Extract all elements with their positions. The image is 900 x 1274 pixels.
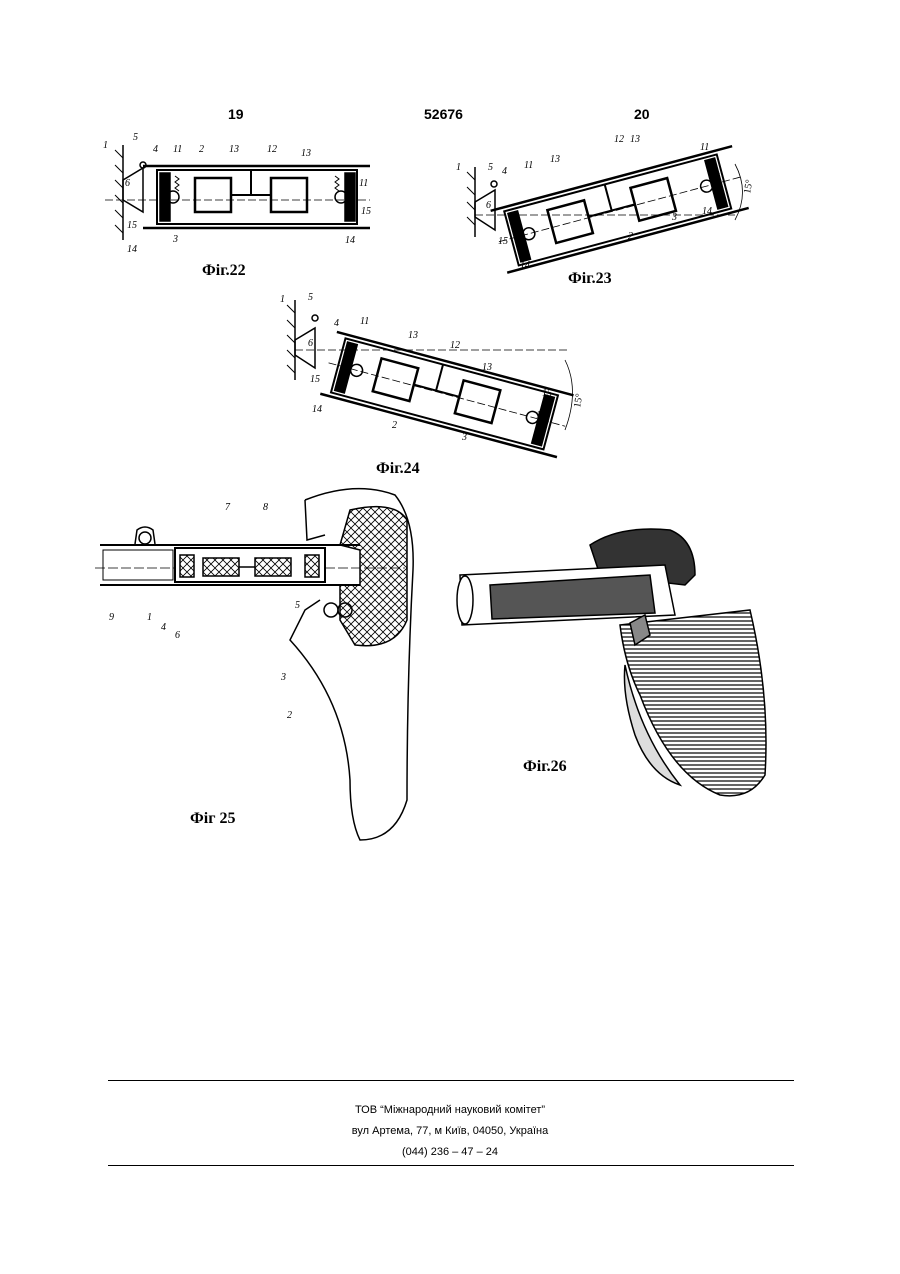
page-number-left: 19 [228,106,244,122]
fig24-label-12: 12 [450,340,460,351]
fig25-label-4: 4 [161,622,166,633]
fig22-label-5: 5 [133,132,138,143]
fig23-angle-label: 15° [742,179,755,195]
fig22-label-6: 6 [125,178,130,189]
figure-23-caption: Фіг.23 [568,270,612,288]
figure-22-drawing: 1 5 4 11 2 13 12 13 6 11 15 15 14 3 14 [95,130,385,260]
fig23-label-15b: 15 [710,172,720,183]
fig22-label-2: 2 [199,144,204,155]
fig22-label-3: 3 [172,234,178,245]
fig25-label-7: 7 [225,502,231,513]
figure-23-drawing: 1 5 4 11 13 12 13 11 6 15 15° 15 3 14 2 … [450,122,770,277]
fig24-label-15: 15 [310,374,320,385]
footer-organization: ТОВ “Міжнародний науковий комітет” [0,1104,900,1116]
fig24-label-3: 3 [461,432,467,443]
fig24-label-1: 1 [280,294,285,305]
fig22-label-12: 12 [267,144,277,155]
fig22-label-13: 13 [229,144,239,155]
fig25-label-1: 1 [147,612,152,623]
footer-phone: (044) 236 – 47 – 24 [0,1146,900,1158]
fig23-label-13b: 13 [630,134,640,145]
figure-26-caption: Фіг.26 [523,758,567,776]
fig24-label-6: 6 [308,338,313,349]
footer-bottom-rule [108,1165,794,1166]
fig22-label-1: 1 [103,140,108,151]
fig24-label-5: 5 [308,292,313,303]
fig24-label-14b: 14 [532,432,542,443]
fig23-label-13: 13 [550,154,560,165]
patent-number: 52676 [424,106,463,122]
page-number-right: 20 [634,106,650,122]
fig22-label-11: 11 [173,144,182,155]
fig23-label-2: 2 [628,231,633,242]
fig22-label-4: 4 [153,144,158,155]
fig23-label-15: 15 [498,236,508,247]
fig23-label-1: 1 [456,162,461,173]
fig22-label-15: 15 [127,220,137,231]
fig23-label-11b: 11 [700,142,709,153]
fig22-label-14: 14 [127,244,137,255]
footer-top-rule [108,1080,794,1081]
fig24-label-13b: 13 [482,362,492,373]
fig25-label-2: 2 [287,710,292,721]
figure-22-caption: Фіг.22 [202,262,246,280]
fig22-label-13b: 13 [301,148,311,159]
fig25-label-6: 6 [175,630,180,641]
figure-26-drawing [450,515,780,800]
fig22-label-15b: 15 [361,206,371,217]
fig23-label-12: 12 [614,134,624,145]
fig25-label-3: 3 [280,672,286,683]
fig23-label-14: 14 [520,260,530,271]
footer-address: вул Артема, 77, м Київ, 04050, Україна [0,1125,900,1137]
fig24-label-14: 14 [312,404,322,415]
figure-25-caption: Фіг 25 [190,810,235,828]
fig24-label-4: 4 [334,318,339,329]
fig24-label-11b: 11 [536,410,545,421]
fig23-label-14b: 14 [702,206,712,217]
fig22-label-11b: 11 [359,178,368,189]
figure-24-drawing: 1 5 4 11 13 12 13 6 15 15 11 15° 14 2 3 … [270,290,600,460]
fig23-label-6: 6 [486,200,491,211]
fig24-label-15b: 15 [542,388,552,399]
figure-24-caption: Фіг.24 [376,460,420,478]
fig23-label-4: 4 [502,166,507,177]
fig23-label-3: 3 [671,212,677,223]
fig24-label-11: 11 [360,316,369,327]
fig24-angle-label: 15° [572,393,585,409]
fig23-label-5: 5 [488,162,493,173]
fig22-label-14b: 14 [345,235,355,246]
fig24-label-2: 2 [392,420,397,431]
fig25-label-9: 9 [109,612,114,623]
fig24-label-13: 13 [408,330,418,341]
fig25-label-8: 8 [263,502,268,513]
fig25-label-5: 5 [295,600,300,611]
figure-25-drawing: 7 8 9 1 4 6 5 3 2 [95,480,425,845]
fig23-label-11: 11 [524,160,533,171]
